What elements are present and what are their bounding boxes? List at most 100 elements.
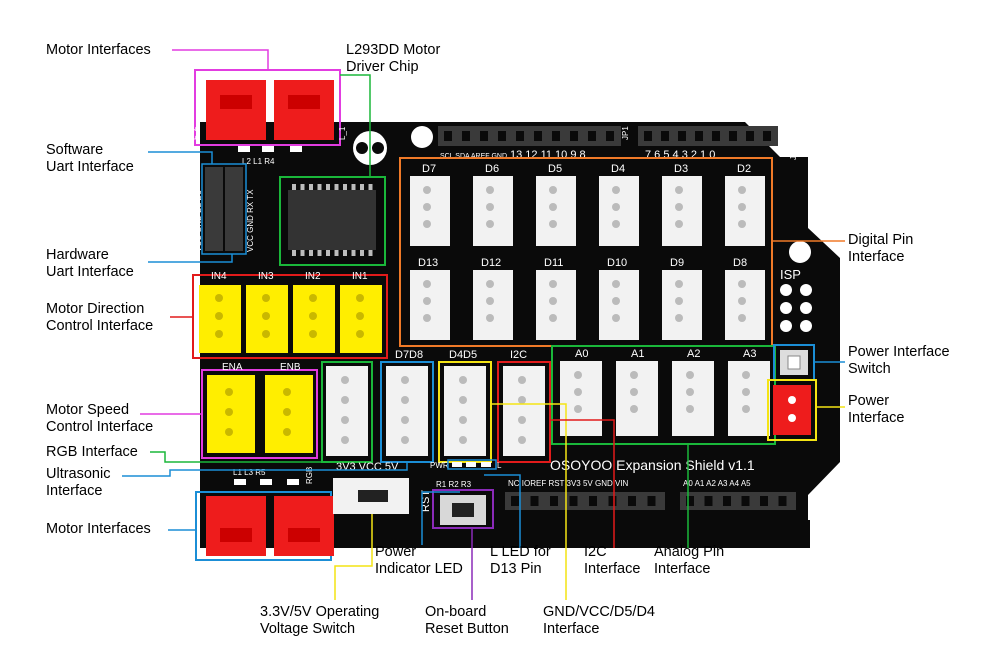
top-header-numbers-2: 7 6 5 4 3 2 1 0 [645, 149, 715, 161]
header-pin [516, 131, 524, 141]
pin-dot [423, 280, 431, 288]
digital-label: D13 [418, 257, 438, 269]
leader-motor-top [172, 49, 269, 70]
pin-dot [612, 297, 620, 305]
pin-dot [225, 388, 233, 396]
header-pin [462, 131, 470, 141]
chip-pin [360, 250, 364, 256]
header-pin [498, 131, 506, 141]
pin-dot [401, 436, 409, 444]
motor-connector-notch [220, 95, 252, 109]
i2c-outline [497, 361, 551, 463]
callout-analog-pin: Analog Pin Interface [654, 544, 725, 577]
chip-pin [309, 250, 313, 256]
l293dd-chip [288, 190, 376, 250]
pin-dot [225, 408, 233, 416]
pin-dot [738, 220, 746, 228]
pwr-led [452, 462, 462, 467]
in-label: IN3 [258, 271, 274, 282]
header-pin [741, 496, 750, 506]
pin-dot [742, 388, 750, 396]
callout-motor-direction: Motor Direction Control Interface [46, 301, 154, 334]
pin-dot [356, 294, 364, 302]
board-bottom-right [330, 520, 810, 548]
isp-pin [780, 284, 792, 296]
reset-outline [432, 489, 494, 529]
callout-voltage-switch: 3.3V/5V Operating Voltage Switch [260, 604, 380, 637]
digital-label: D2 [737, 163, 751, 175]
header-pin [480, 131, 488, 141]
pwr-label: PWR [430, 461, 449, 470]
led-pad [290, 146, 302, 152]
uart-right-labels: VCC GND RX TX [246, 189, 255, 252]
isp-pin [780, 320, 792, 332]
digital-label: D5 [548, 163, 562, 175]
led-labels-bottom: L1 L3 R5 [233, 468, 266, 477]
led-labels-top: L2 L1 R4 [242, 157, 275, 166]
pin-dot [518, 436, 526, 444]
leader-l-led [484, 474, 521, 548]
analog-connector [672, 361, 714, 436]
pin-dot [549, 220, 557, 228]
led-pad [287, 479, 299, 485]
header-pin [552, 131, 560, 141]
led-outline [447, 459, 497, 470]
pin-dot [486, 186, 494, 194]
analog-connector [728, 361, 770, 436]
led-pad [238, 146, 250, 152]
reset-knob [452, 503, 474, 517]
header-pin [628, 496, 636, 506]
callout-motor-interfaces-top: Motor Interfaces [46, 42, 151, 58]
digital-label: D11 [544, 257, 563, 269]
pin-dot [549, 186, 557, 194]
digital-connector [725, 176, 765, 246]
pin-dot [423, 186, 431, 194]
digital-connector [410, 270, 450, 340]
chip-pin [309, 184, 313, 190]
mid-dots [341, 376, 526, 444]
pin-dot [356, 312, 364, 320]
leader-voltage [334, 548, 373, 600]
jp1-label: JP1 [621, 126, 630, 140]
uart-outline [201, 163, 247, 255]
callout-reset-button: On-board Reset Button [425, 604, 509, 637]
pin-dot [401, 376, 409, 384]
chip-pin [326, 250, 330, 256]
pin-dot [309, 294, 317, 302]
power-switch-knob [787, 355, 801, 370]
pin-dot [549, 314, 557, 322]
chip-pin [317, 184, 322, 190]
leader-l293dd [340, 74, 371, 177]
pin-dot [423, 220, 431, 228]
header-pin [746, 131, 754, 141]
digital-label: D9 [670, 257, 684, 269]
pin-dot [401, 396, 409, 404]
header-pin [511, 496, 519, 506]
motor-connector-notch [288, 95, 320, 109]
callout-l-led: L LED for D13 Pin [490, 544, 551, 577]
chip-pins [292, 184, 373, 256]
pin-dot [486, 220, 494, 228]
chip-pin [300, 250, 305, 256]
digital-connector [536, 176, 576, 246]
pin-dot [309, 330, 317, 338]
header-pin [644, 131, 652, 141]
chip-pin [351, 184, 356, 190]
callout-hardware-uart: Hardware Uart Interface [46, 247, 134, 280]
pin-dot [341, 396, 349, 404]
header-pin [723, 496, 731, 506]
pin-dot [215, 312, 223, 320]
header-pin [686, 496, 694, 506]
pin-dot [738, 280, 746, 288]
leader-software-uart [148, 151, 213, 164]
pin-dot [630, 388, 638, 396]
callout-motor-speed: Motor Speed Control Interface [46, 402, 154, 435]
pin-dot [423, 203, 431, 211]
pin-dot [686, 388, 694, 396]
isp-dots [780, 284, 812, 332]
header-pin [589, 496, 597, 506]
power-header [505, 492, 665, 510]
digital-connector [662, 176, 702, 246]
header-pin [444, 131, 452, 141]
